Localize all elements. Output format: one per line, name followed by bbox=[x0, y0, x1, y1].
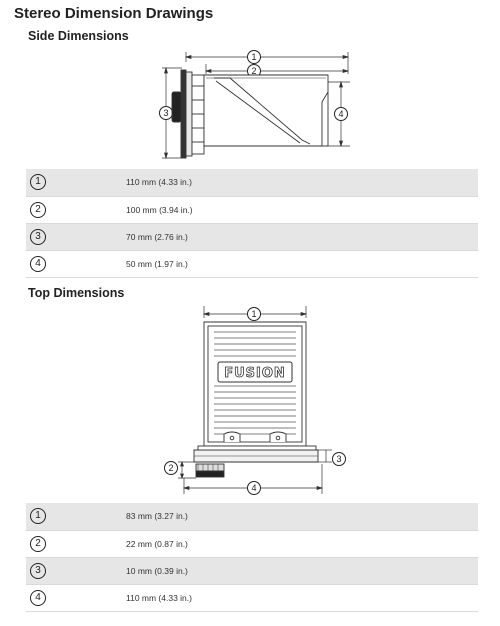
side-dimensions-table: 1 110 mm (4.33 in.) 2 100 mm (3.94 in.) … bbox=[26, 169, 478, 278]
callout-1-icon: 1 bbox=[247, 307, 261, 321]
dimension-line-3 bbox=[318, 449, 332, 463]
callout-2-icon: 2 bbox=[164, 461, 178, 475]
callout-2-label: 2 bbox=[168, 463, 173, 473]
callout-1-icon: 1 bbox=[247, 50, 261, 64]
callout-badge: 2 bbox=[30, 535, 46, 552]
callout-1-label: 1 bbox=[251, 52, 256, 62]
callout-4-icon: 4 bbox=[247, 481, 261, 495]
dimension-line-4 bbox=[326, 80, 350, 148]
table-row: 4 110 mm (4.33 in.) bbox=[26, 584, 478, 612]
callout-badge: 3 bbox=[30, 228, 46, 245]
fusion-logo: FUSION bbox=[224, 366, 286, 381]
callout-3-icon: 3 bbox=[332, 452, 346, 466]
table-row: 2 22 mm (0.87 in.) bbox=[26, 530, 478, 558]
callout-3-label: 3 bbox=[163, 108, 168, 118]
top-dimensions-heading: Top Dimensions bbox=[28, 286, 125, 300]
top-dimensions-table: 1 83 mm (3.27 in.) 2 22 mm (0.87 in.) 3 … bbox=[26, 503, 478, 612]
dimension-line-1 bbox=[184, 52, 350, 74]
callout-4-label: 4 bbox=[338, 109, 343, 119]
callout-3-label: 3 bbox=[336, 454, 341, 464]
table-row: 1 110 mm (4.33 in.) bbox=[26, 169, 478, 197]
dimension-value: 10 mm (0.39 in.) bbox=[126, 557, 478, 585]
callout-badge: 1 bbox=[30, 508, 46, 525]
dimension-value: 100 mm (3.94 in.) bbox=[126, 196, 478, 224]
stereo-top-view: FUSION bbox=[193, 321, 319, 478]
dimension-line-2 bbox=[204, 64, 350, 74]
dimension-value: 70 mm (2.76 in.) bbox=[126, 223, 478, 251]
stereo-side-view bbox=[171, 69, 329, 159]
callout-4-label: 4 bbox=[251, 483, 256, 493]
table-row: 2 100 mm (3.94 in.) bbox=[26, 196, 478, 224]
dimension-value: 83 mm (3.27 in.) bbox=[126, 503, 478, 531]
side-dimensions-heading: Side Dimensions bbox=[28, 29, 129, 43]
top-dimension-drawing: 1 FUSION 2 bbox=[164, 306, 346, 495]
callout-badge: 4 bbox=[30, 589, 46, 606]
dimension-value: 110 mm (4.33 in.) bbox=[126, 584, 478, 612]
table-row: 3 70 mm (2.76 in.) bbox=[26, 223, 478, 251]
callout-3-icon: 3 bbox=[159, 106, 173, 120]
callout-badge: 4 bbox=[30, 255, 46, 272]
callout-4-icon: 4 bbox=[334, 107, 348, 121]
callout-badge: 1 bbox=[30, 174, 46, 191]
table-row: 4 50 mm (1.97 in.) bbox=[26, 250, 478, 278]
table-row: 3 10 mm (0.39 in.) bbox=[26, 557, 478, 585]
side-dimension-drawing: 1 2 3 4 bbox=[159, 50, 350, 160]
dimension-value: 50 mm (1.97 in.) bbox=[126, 250, 478, 278]
callout-badge: 2 bbox=[30, 201, 46, 218]
table-row: 1 83 mm (3.27 in.) bbox=[26, 503, 478, 531]
dimension-line-2 bbox=[178, 461, 196, 479]
callout-2-label: 2 bbox=[251, 66, 256, 76]
dimension-value: 22 mm (0.87 in.) bbox=[126, 530, 478, 558]
callout-badge: 3 bbox=[30, 562, 46, 579]
page-title: Stereo Dimension Drawings bbox=[14, 5, 214, 22]
callout-1-label: 1 bbox=[251, 309, 256, 319]
dimension-value: 110 mm (4.33 in.) bbox=[126, 169, 478, 197]
